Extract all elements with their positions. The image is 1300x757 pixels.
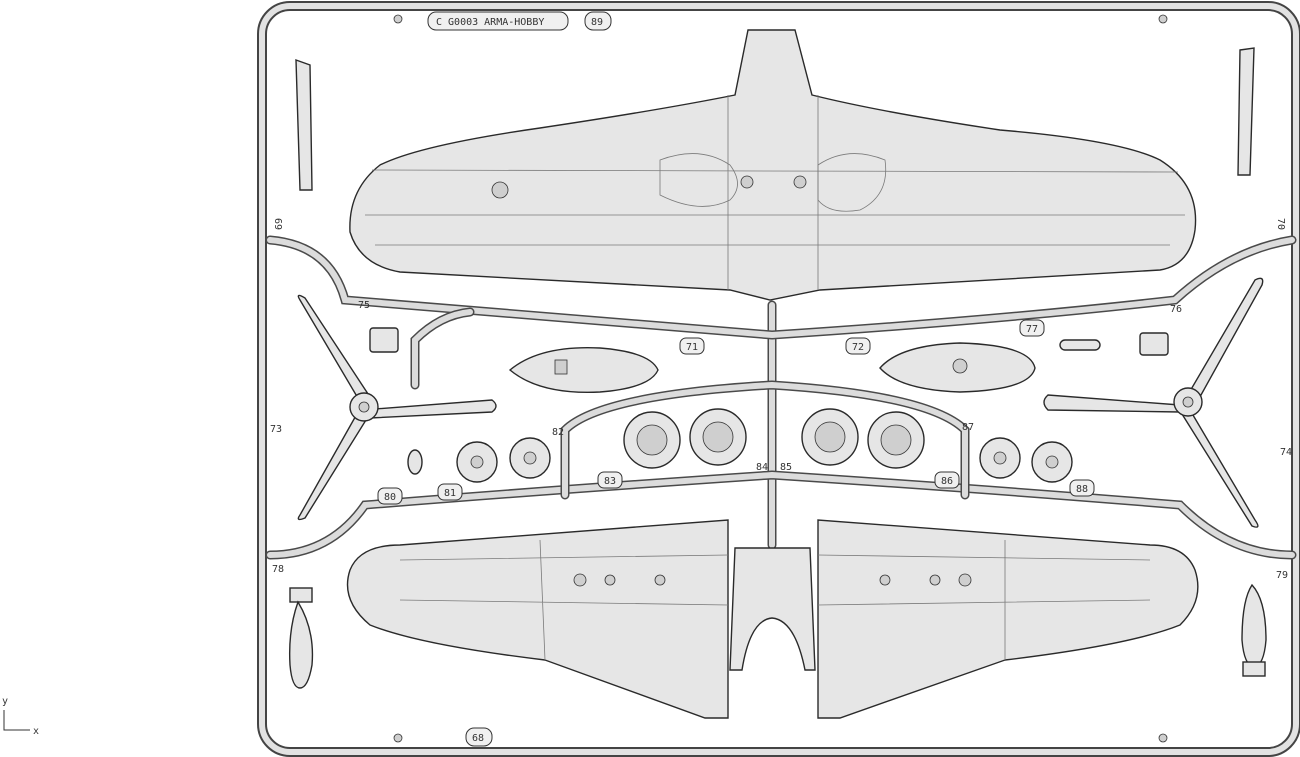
sprue-frame-inner — [259, 3, 1299, 755]
part-number: 83 — [604, 476, 616, 487]
lower-wing-left — [346, 519, 729, 719]
frame-pin — [393, 14, 403, 24]
wing-bolt — [793, 175, 807, 189]
part-number: 71 — [686, 342, 698, 353]
part-number: 86 — [941, 476, 953, 487]
part-number: 70 — [1275, 218, 1286, 230]
part-number: 69 — [274, 218, 285, 230]
side-flap-right — [1237, 47, 1255, 176]
part-number: 81 — [444, 488, 456, 499]
small-part — [1139, 332, 1169, 356]
wing-bolt — [740, 175, 754, 189]
frame-pin — [393, 733, 403, 743]
part-number: 77 — [1026, 324, 1038, 335]
wheel-row — [456, 408, 1073, 483]
small-part — [369, 327, 399, 353]
wing-port — [491, 181, 509, 199]
part-number: 85 — [780, 462, 792, 473]
frame-pin — [1158, 733, 1168, 743]
upper-wing-part — [349, 29, 1197, 301]
drop-tank-right — [879, 342, 1036, 393]
bomb-left — [289, 587, 314, 689]
part-number: 76 — [1170, 304, 1182, 315]
axis-y-label: y — [2, 696, 8, 707]
frame-pin — [1158, 14, 1168, 24]
center-fuselage-part — [729, 547, 816, 671]
part-number: 72 — [852, 342, 864, 353]
frame-tab-top-text: 89 — [591, 17, 603, 28]
part-number: 78 — [272, 564, 284, 575]
part-number: 82 — [552, 427, 564, 438]
part-number: 73 — [270, 424, 282, 435]
lower-wing-right — [817, 519, 1199, 719]
frame-tab-plate — [584, 11, 612, 31]
side-flap-left — [295, 58, 313, 191]
sprue-code-text: C G0003 ARMA-HOBBY — [436, 17, 544, 28]
propeller-right — [1043, 277, 1264, 528]
frame-tab-plate — [465, 727, 493, 747]
sprue-code-plate — [427, 11, 569, 31]
part-number-tags: 69 70 71 72 73 74 75 76 77 78 79 80 81 8… — [270, 218, 1292, 581]
part-number: 80 — [384, 492, 396, 503]
part-number: 84 — [756, 462, 768, 473]
part-number: 88 — [1076, 484, 1088, 495]
drop-tank-left — [508, 346, 659, 394]
small-part — [407, 449, 423, 475]
axis-indicator: y x — [2, 696, 39, 737]
small-part — [1059, 339, 1101, 351]
bomb-right — [1241, 583, 1267, 677]
frame-tab-bottom-text: 68 — [472, 733, 484, 744]
part-number: 87 — [962, 422, 974, 433]
part-number: 79 — [1276, 570, 1288, 581]
axis-x-label: x — [33, 726, 39, 737]
propeller-left — [297, 294, 497, 521]
part-number: 74 — [1280, 447, 1292, 458]
part-number: 75 — [358, 300, 370, 311]
